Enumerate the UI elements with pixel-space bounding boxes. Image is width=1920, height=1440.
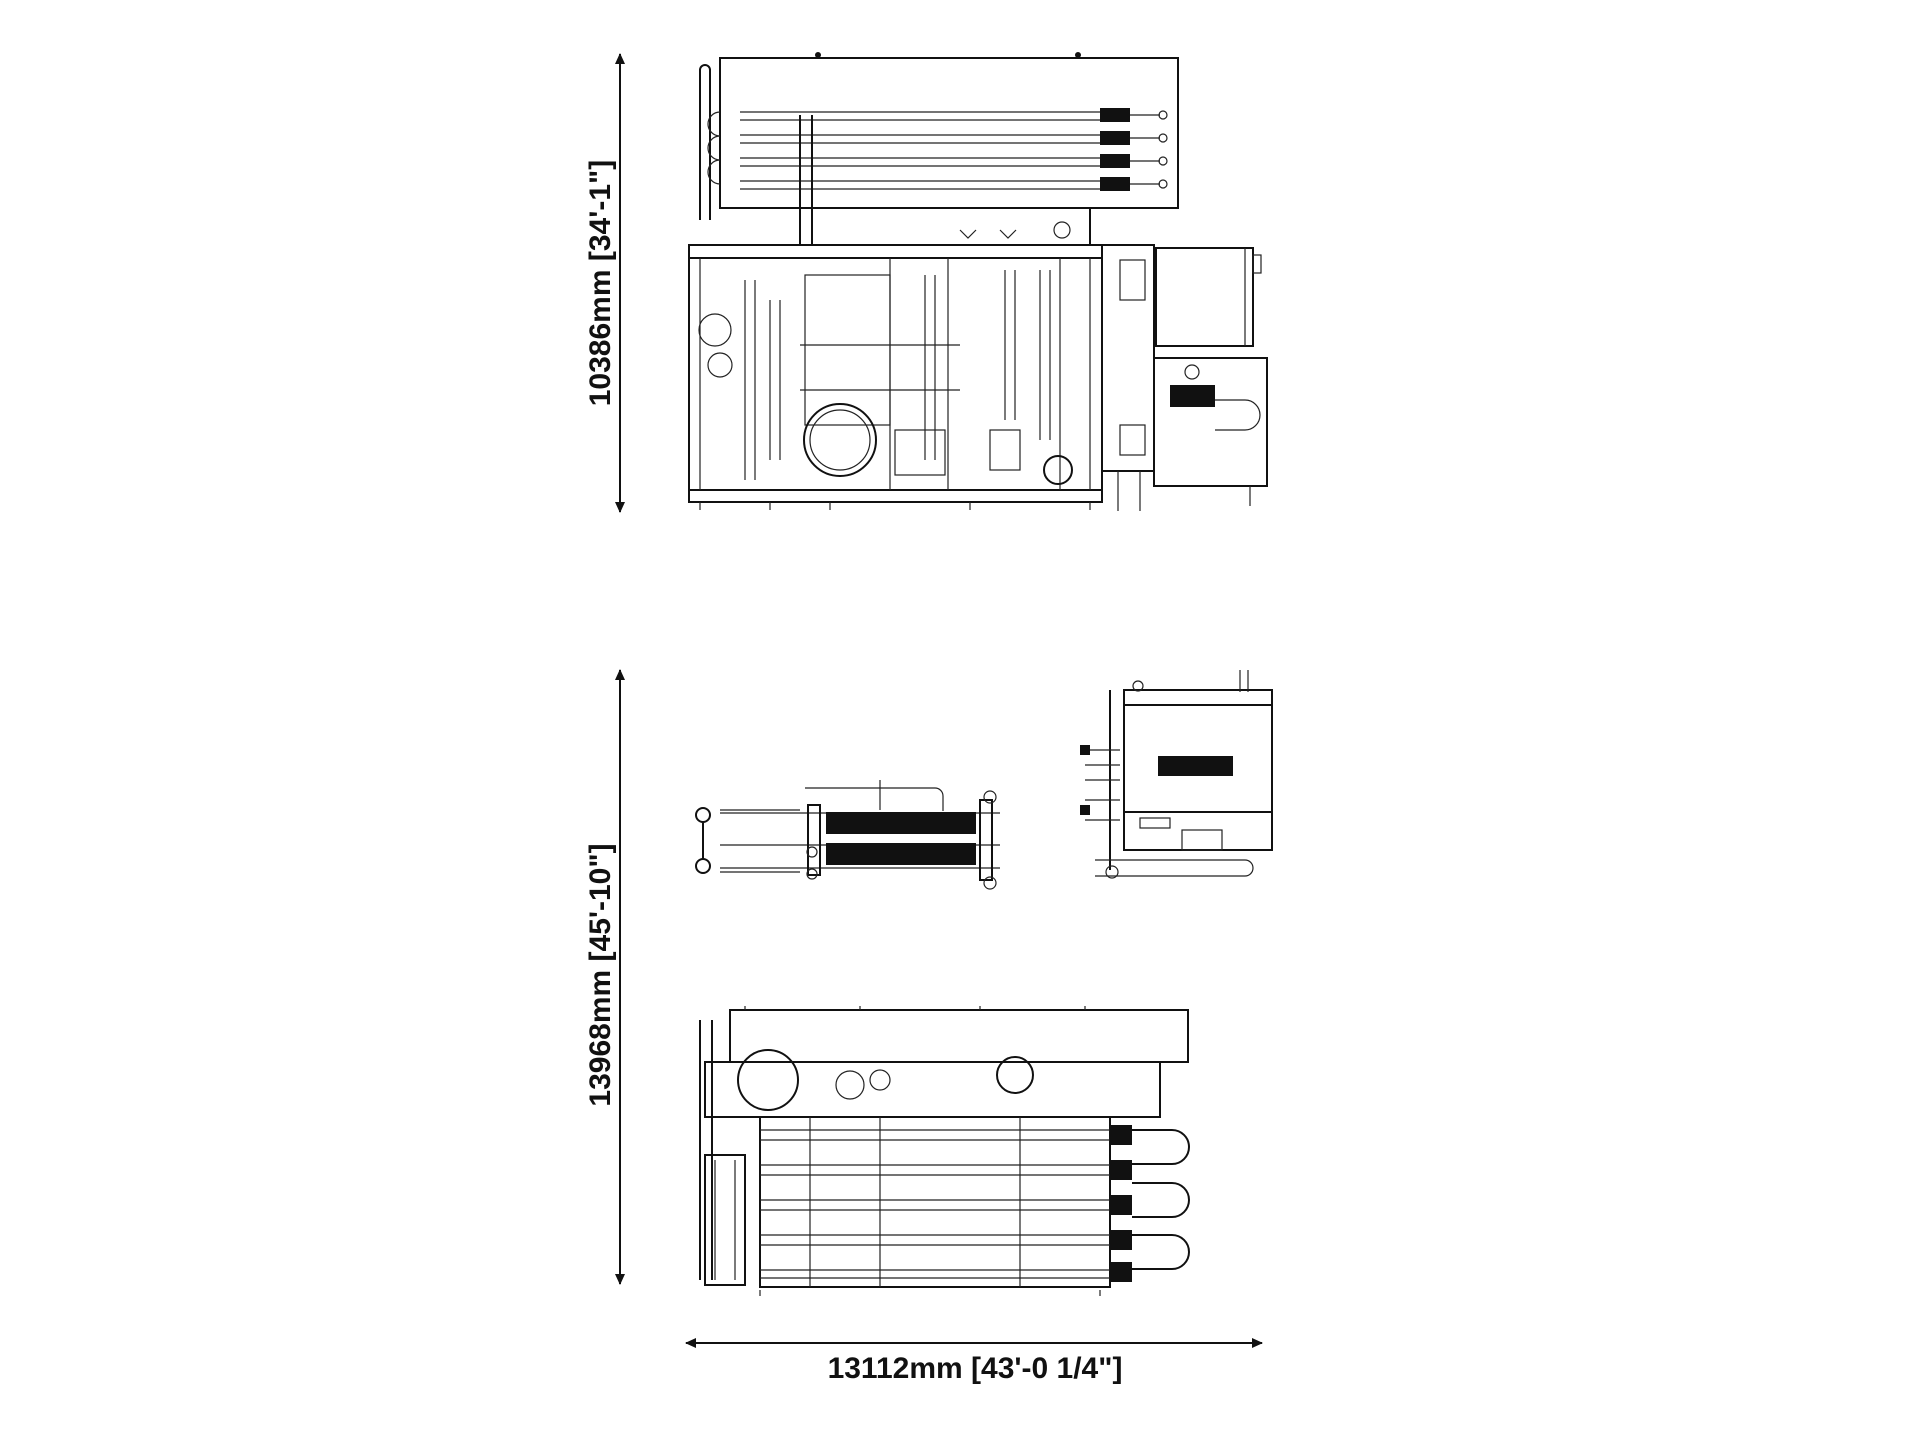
overall-width-label: 13112mm [43'-0 1/4"] bbox=[828, 1352, 1123, 1385]
plan-view bbox=[699, 1006, 1190, 1296]
dimension-overall-width: 13112mm [43'-0 1/4"] bbox=[685, 1338, 1263, 1385]
dimension-plan-depth: 13968mm [45'-10"] bbox=[584, 669, 625, 1285]
front-height-label: 10386mm [34'-1"] bbox=[584, 160, 617, 407]
plan-tube-bundle bbox=[759, 1116, 1190, 1288]
side-elevation-view bbox=[1080, 670, 1273, 879]
plan-depth-label: 13968mm [45'-10"] bbox=[584, 843, 617, 1106]
tank-icon bbox=[803, 403, 877, 477]
front-elevation-view bbox=[688, 52, 1268, 511]
dimension-front-height: 10386mm [34'-1"] bbox=[584, 53, 625, 513]
tube-bundle bbox=[699, 64, 1168, 245]
plate-heat-exchanger-view bbox=[695, 780, 1000, 890]
